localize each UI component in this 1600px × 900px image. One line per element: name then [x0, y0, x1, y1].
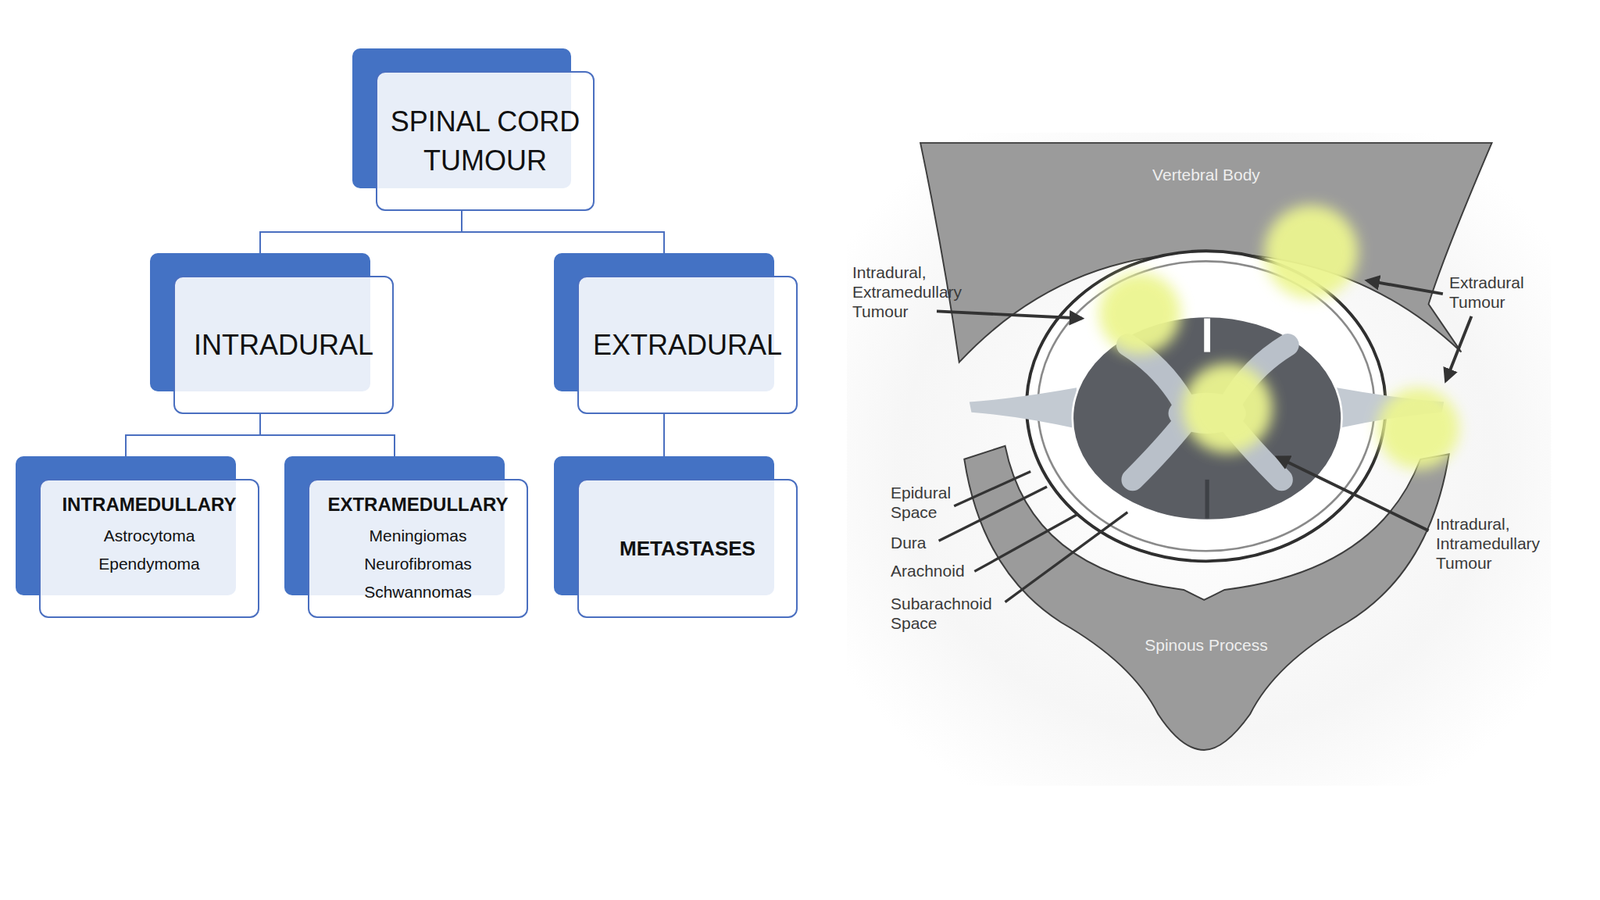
pointer-arrow [936, 310, 1082, 318]
background-vignette [846, 132, 1551, 786]
box-face [375, 71, 595, 211]
box-heading: EXTRAMEDULLARY [327, 492, 508, 518]
dura-ring [1026, 250, 1386, 561]
category-box: EXTRADURAL [577, 275, 798, 415]
leader-line [939, 486, 1047, 541]
category-box: EXTRAMEDULLARY MeningiomasNeurofibromasSc… [307, 478, 529, 618]
box-text-group: INTRADURAL [173, 275, 394, 415]
gray-matter [1127, 344, 1288, 479]
box-text-group: EXTRADURAL [577, 275, 798, 415]
category-box: METASTASES [577, 478, 798, 618]
category-box: INTRAMEDULLARY AstrocytomaEpendymoma [39, 478, 260, 618]
median-fissure [1203, 318, 1211, 353]
box-item: Neurofibromas [364, 550, 472, 579]
anatomy-label: Extradural Tumour [1449, 272, 1551, 312]
anatomy-label: Vertebral Body [1128, 164, 1285, 185]
anatomy-label: Intradural, Intramedullary Tumour [1435, 514, 1550, 573]
pointer-arrow [1446, 316, 1472, 381]
box-title: INTRADURAL [187, 325, 380, 365]
anatomy-label: Arachnoid [890, 560, 1000, 581]
leader-line [1005, 512, 1129, 603]
box-title: SPINAL CORD TUMOUR [375, 102, 595, 181]
leader-line [974, 514, 1078, 572]
box-item: Ependymoma [98, 550, 200, 579]
arachnoid-ring [1037, 260, 1375, 551]
nerve-root-left [969, 387, 1077, 429]
box-item: Meningiomas [369, 521, 468, 550]
box-item: Astrocytoma [103, 521, 196, 550]
box-heading: INTRAMEDULLARY [61, 492, 236, 518]
median-sulcus [1205, 479, 1210, 519]
tumour-glow [1264, 205, 1358, 300]
box-title: METASTASES [619, 535, 756, 562]
spinal-cord [1072, 316, 1343, 521]
anatomy-label: Epidural Space [890, 482, 969, 522]
anatomy-label: Dura [890, 532, 969, 553]
anatomy-label: Subarachnoid Space [890, 593, 997, 633]
gray-matter-horn [1132, 423, 1184, 480]
tumour-glows [1099, 205, 1460, 470]
tumour-glow [1182, 363, 1273, 454]
pointer-arrow [1277, 457, 1429, 531]
category-box: SPINAL CORD TUMOUR [375, 71, 595, 211]
leader-lines [939, 471, 1129, 602]
pointer-arrow [1367, 280, 1443, 294]
box-text-group: INTRAMEDULLARY AstrocytomaEpendymoma [39, 478, 260, 618]
anatomy-label: Intradural, Extramedullary Tumour [852, 262, 970, 322]
tumour-glow [1377, 387, 1459, 469]
box-item: Schwannomas [364, 578, 472, 607]
arrows [936, 280, 1472, 531]
anatomy-label: Spinous Process [1128, 635, 1285, 655]
category-box: INTRADURAL [173, 275, 394, 415]
box-text-group: SPINAL CORD TUMOUR [375, 71, 595, 211]
box-text-group: METASTASES [577, 478, 798, 618]
tumour-glow [1099, 272, 1181, 354]
box-title: EXTRADURAL [586, 325, 789, 365]
box-text-group: EXTRAMEDULLARY MeningiomasNeurofibromasSc… [307, 478, 529, 618]
